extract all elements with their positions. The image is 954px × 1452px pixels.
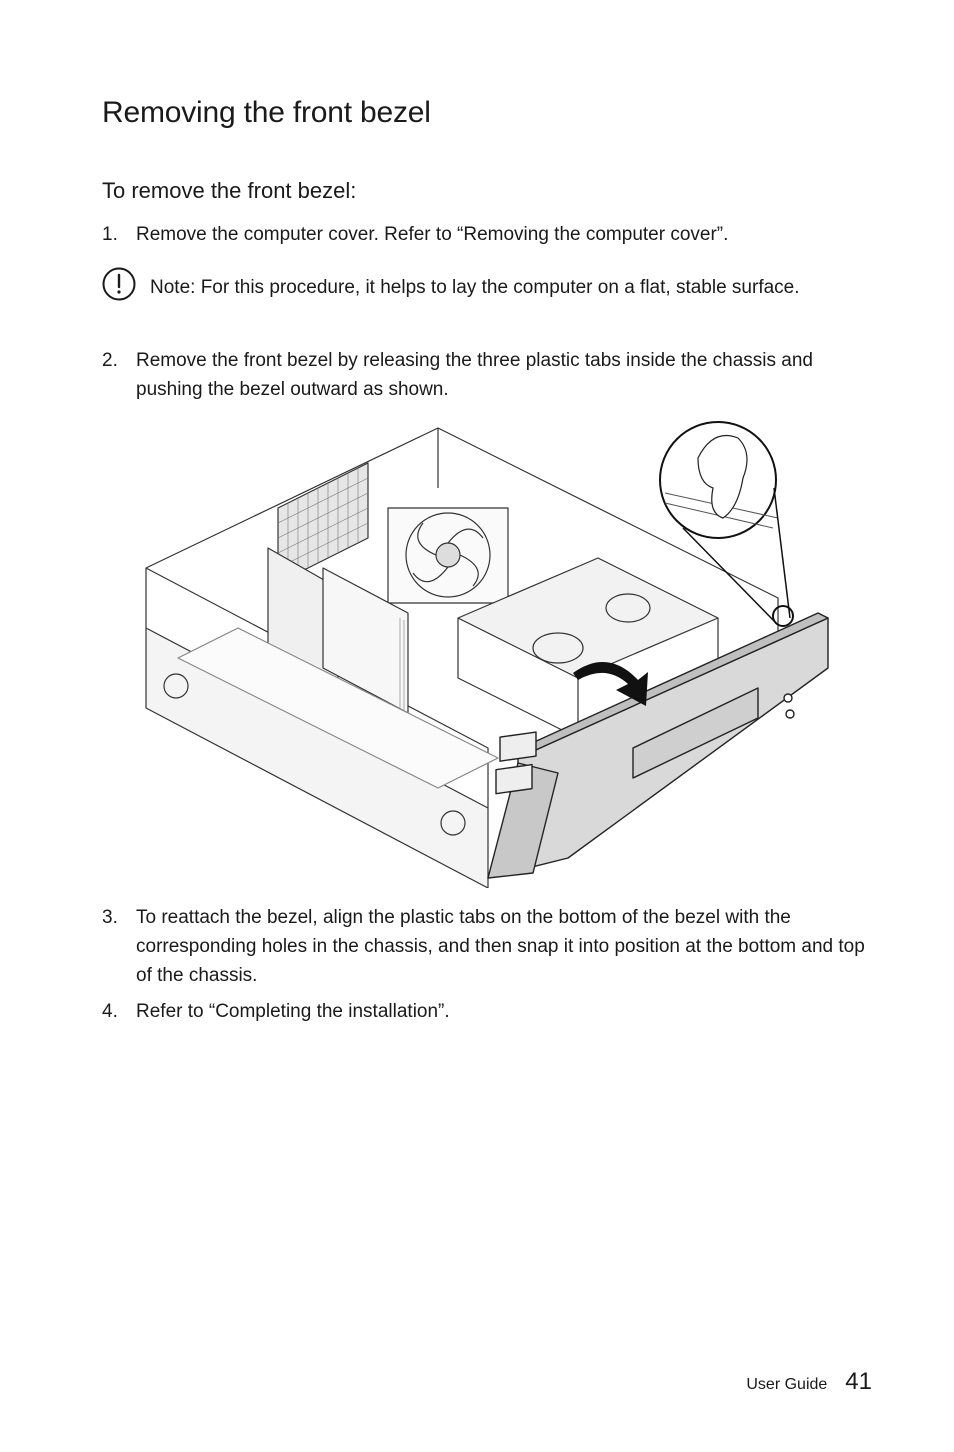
step-text: Remove the front bezel by releasing the … [136,350,813,400]
page-title: Removing the front bezel [102,96,431,129]
step-number: 1. [102,224,118,245]
step-text: To reattach the bezel, align the plastic… [136,907,865,986]
page-number: 41 [845,1368,872,1395]
step-2: 2. Remove the front bezel by releasing t… [102,346,882,404]
note-body: For this procedure, it helps to lay the … [195,277,800,298]
note-text: Note: For this procedure, it helps to la… [150,273,862,302]
note-block: Note: For this procedure, it helps to la… [102,267,862,302]
footer-label: User Guide [746,1376,828,1393]
step-text: Remove the computer cover. Refer to “Rem… [136,224,729,245]
step-number: 3. [102,907,118,928]
step-1: 1. Remove the computer cover. Refer to “… [102,220,882,249]
step-number: 2. [102,350,118,371]
exclamation-circle-icon [102,267,136,301]
step-4: 4. Refer to “Completing the installation… [102,997,882,1026]
note-label: Note: [150,277,196,298]
step-number: 4. [102,1001,118,1022]
section-subtitle: To remove the front bezel: [102,178,357,203]
page-footer: User Guide 41 [746,1368,872,1396]
step-3: 3. To reattach the bezel, align the plas… [102,903,882,990]
step-text: Refer to “Completing the installation”. [136,1001,450,1022]
chassis-bezel-illustration [145,421,829,888]
